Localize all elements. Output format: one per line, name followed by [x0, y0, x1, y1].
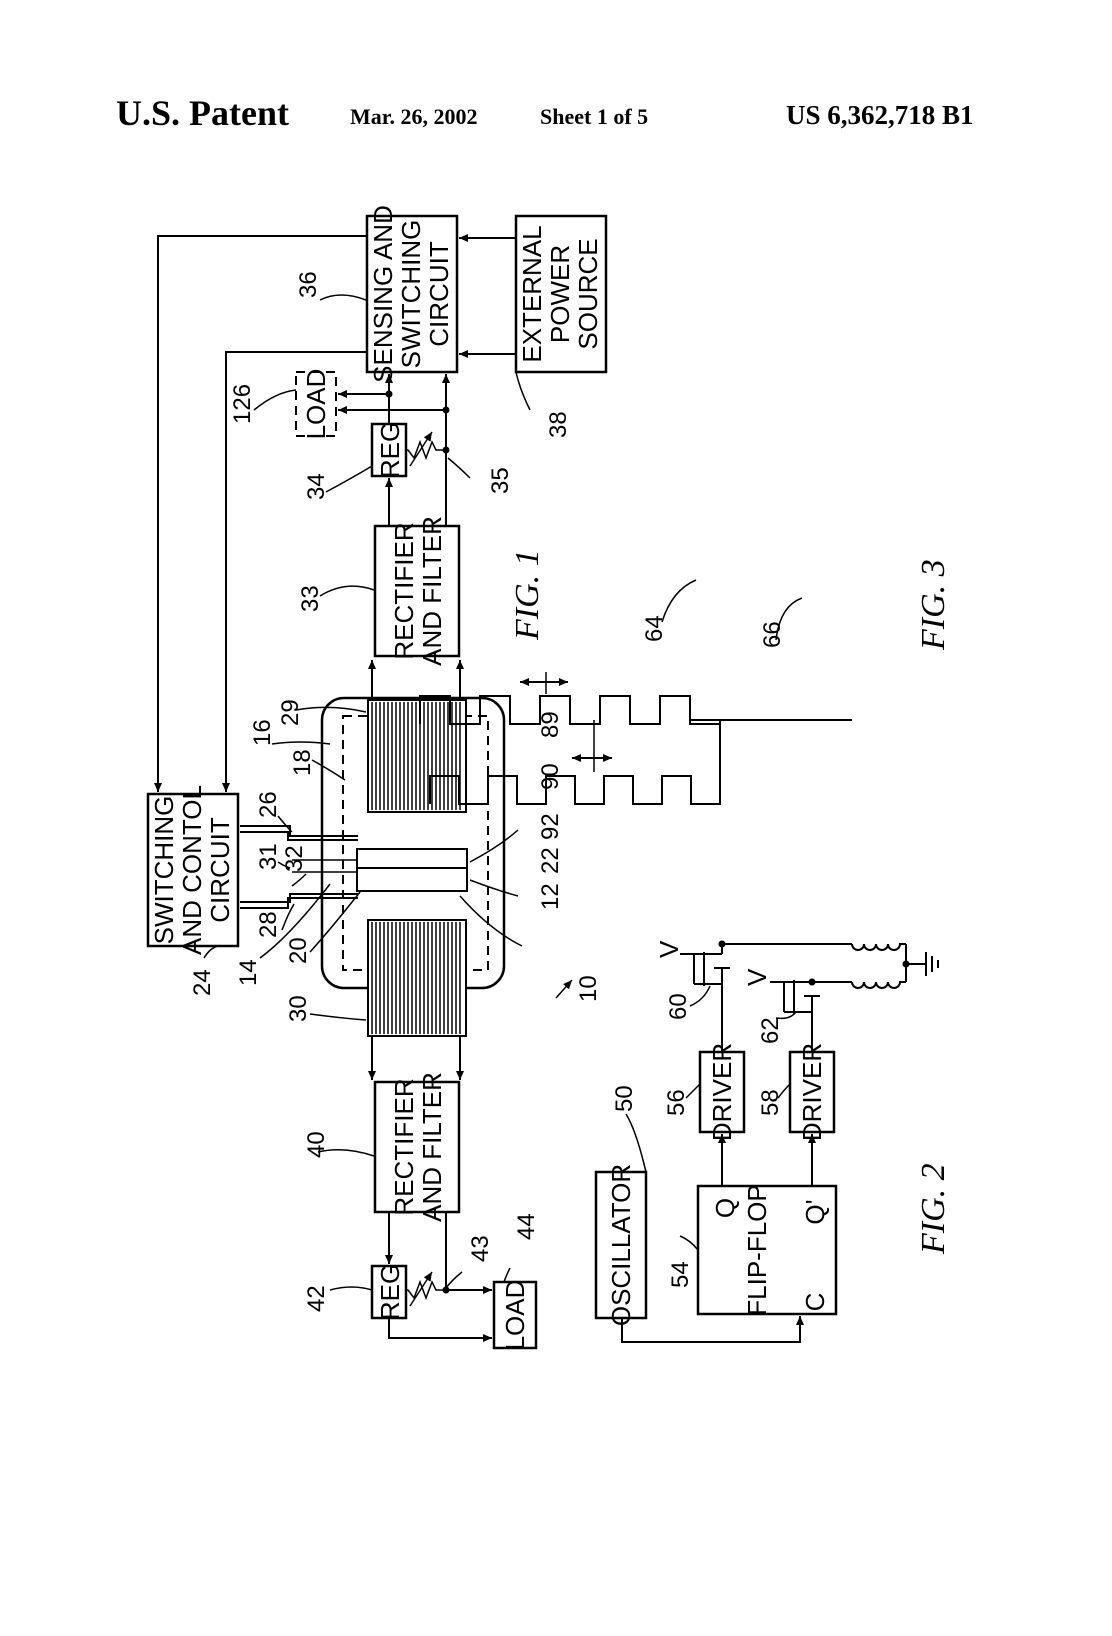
- ref-60: 60: [665, 993, 692, 1020]
- reg-bottom-label: REG: [375, 1264, 405, 1320]
- ref-30: 30: [285, 995, 312, 1022]
- reg-top-label: REG: [375, 422, 405, 478]
- ref-24: 24: [189, 969, 216, 996]
- rectifier-filter-bottom: RECTIFIER AND FILTER: [373, 1072, 461, 1222]
- flip-flop-block: FLIP-FLOP Q Q' C: [696, 1184, 838, 1316]
- oscillator-block: OSCILLATOR: [594, 1164, 648, 1326]
- ref-28: 28: [255, 911, 282, 938]
- flip-flop-label: FLIP-FLOP: [742, 1184, 772, 1315]
- ref-66: 66: [759, 621, 786, 648]
- rect-bottom-line1: RECTIFIER: [389, 1078, 419, 1215]
- switching-control-line3: CIRCUIT: [205, 817, 235, 923]
- ff-q-label: Q: [710, 1198, 740, 1218]
- ref-31: 31: [255, 843, 282, 870]
- ref-50: 50: [611, 1085, 638, 1112]
- ref-14: 14: [235, 959, 262, 986]
- ref-32: 32: [281, 845, 308, 872]
- ref-62: 62: [757, 1017, 784, 1044]
- ref-42: 42: [303, 1285, 330, 1312]
- ff-c-label: C: [800, 1293, 830, 1312]
- rect-top-line2: AND FILTER: [417, 516, 447, 666]
- power-line2: POWER: [545, 245, 575, 343]
- rect-top-line1: RECTIFIER: [389, 522, 419, 659]
- load-bottom: LOAD: [492, 1280, 538, 1351]
- ref-35: 35: [487, 467, 514, 494]
- driver-56-label: DRIVER: [707, 1043, 737, 1141]
- power-line1: EXTERNAL: [517, 225, 547, 362]
- sheet-number: Sheet 1 of 5: [540, 104, 649, 129]
- v-label-a: V: [654, 940, 684, 958]
- ref-34: 34: [303, 473, 330, 500]
- load-bottom-label: LOAD: [500, 1280, 530, 1351]
- switching-control-line2: AND CONTOL: [177, 785, 207, 955]
- rectifier-filter-top: RECTIFIER AND FILTER: [373, 516, 461, 666]
- figure-1: SWITCHING AND CONTOL CIRCUIT SENSING AND…: [146, 205, 612, 1351]
- ground-icon: [906, 952, 939, 976]
- transistor-62: [770, 980, 820, 1052]
- ref-89: 89: [537, 711, 564, 738]
- ref-58: 58: [757, 1089, 784, 1116]
- ref-12: 12: [537, 883, 564, 910]
- figure-3: 64 66 FIG. 3: [419, 559, 952, 805]
- ref-44: 44: [513, 1213, 540, 1240]
- driver-56: DRIVER: [698, 1043, 746, 1141]
- ref-126: 126: [229, 384, 256, 424]
- ref-38: 38: [545, 411, 572, 438]
- switching-control-line1: SWITCHING: [149, 796, 179, 945]
- publisher-label: U.S. Patent: [116, 93, 289, 133]
- ref-10: 10: [575, 975, 602, 1002]
- primary-coil-b: [851, 981, 906, 989]
- patent-number: US 6,362,718 B1: [786, 100, 974, 130]
- figure-2: OSCILLATOR FLIP-FLOP Q Q' C DRIVER DRIVE…: [594, 940, 952, 1343]
- ref-40: 40: [303, 1131, 330, 1158]
- ref-20: 20: [285, 937, 312, 964]
- external-power-source: EXTERNAL POWER SOURCE: [514, 214, 608, 374]
- driver-58-label: DRIVER: [797, 1043, 827, 1141]
- waveform-66: [429, 720, 721, 805]
- regulator-top: REG: [370, 422, 408, 478]
- waveform-64: [419, 695, 721, 725]
- ff-qbar-label: Q': [800, 1199, 830, 1224]
- fig1-caption: FIG. 1: [509, 549, 546, 641]
- primary-coil-a: [851, 943, 906, 951]
- v-label-b: V: [742, 968, 772, 986]
- switching-control-circuit: SWITCHING AND CONTOL CIRCUIT: [146, 785, 240, 955]
- ref-33: 33: [297, 585, 324, 612]
- regulator-bottom: REG: [370, 1264, 408, 1320]
- ref-22: 22: [537, 847, 564, 874]
- oscillator-label: OSCILLATOR: [606, 1164, 636, 1326]
- ref-64: 64: [641, 615, 668, 642]
- ref-26: 26: [255, 791, 282, 818]
- driver-58: DRIVER: [788, 1043, 836, 1141]
- load-top: LOAD: [295, 369, 337, 440]
- coil-30: [367, 919, 467, 1037]
- ref-18: 18: [289, 749, 316, 776]
- load-top-label: LOAD: [301, 369, 331, 440]
- sensing-switching-circuit: SENSING AND SWITCHING CIRCUIT: [365, 205, 459, 383]
- coil-29: [367, 699, 467, 813]
- ref-36: 36: [295, 271, 322, 298]
- sensing-line3: CIRCUIT: [424, 241, 454, 347]
- transistor-60: [680, 944, 730, 1052]
- power-line3: SOURCE: [573, 238, 603, 349]
- ref-56: 56: [663, 1089, 690, 1116]
- ref-43: 43: [467, 1235, 494, 1262]
- sensing-line2: SWITCHING: [396, 220, 426, 369]
- fig2-caption: FIG. 2: [915, 1163, 952, 1255]
- issue-date: Mar. 26, 2002: [350, 104, 478, 129]
- ref-29: 29: [277, 699, 304, 726]
- ref-16: 16: [249, 719, 276, 746]
- fig3-caption: FIG. 3: [915, 559, 952, 651]
- rect-bottom-line2: AND FILTER: [417, 1072, 447, 1222]
- sensing-line1: SENSING AND: [368, 205, 398, 383]
- ref-54: 54: [667, 1261, 694, 1288]
- ref-92: 92: [537, 813, 564, 840]
